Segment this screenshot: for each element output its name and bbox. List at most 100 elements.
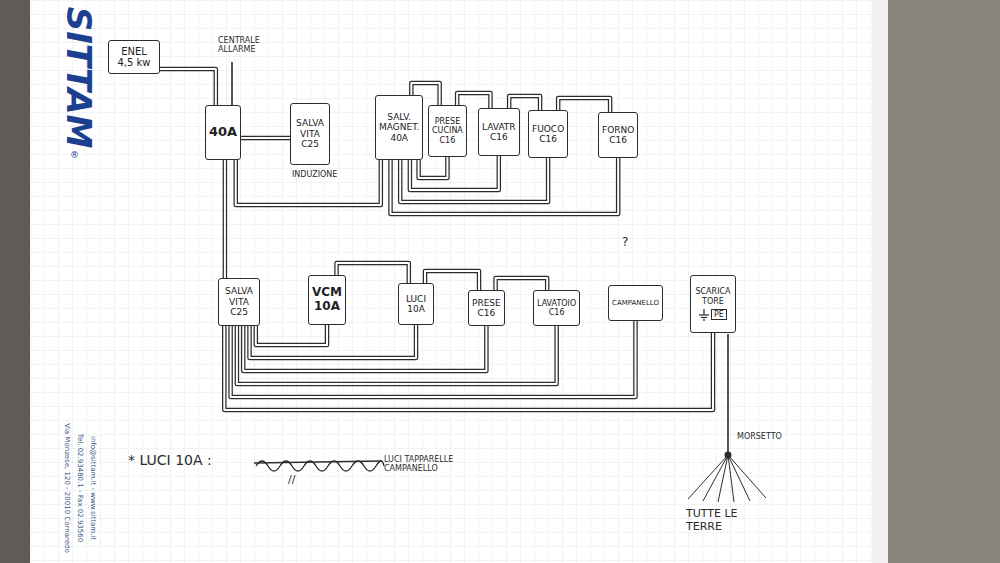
note-text: CENTRALE ALLARME bbox=[218, 36, 282, 54]
breaker-label: PRESE CUCINA C16 bbox=[432, 117, 463, 145]
terminal-label: MORSETTO bbox=[737, 432, 782, 441]
wire-core bbox=[250, 325, 417, 358]
breaker-label: CAMPANELLO bbox=[612, 299, 659, 307]
circuit-breaker: LAVATOIO C16 bbox=[533, 290, 580, 326]
circuit-breaker: PRESE CUCINA C16 bbox=[428, 105, 467, 157]
strike-line bbox=[254, 461, 382, 463]
wire-outline bbox=[256, 325, 327, 345]
wire-outline bbox=[250, 325, 417, 358]
wire-outline bbox=[243, 326, 486, 371]
circuit-breaker: VCM 10A bbox=[308, 275, 346, 325]
breaker-label: SCARICA TORE bbox=[694, 287, 732, 305]
breaker-label: VCM 10A bbox=[312, 286, 342, 314]
breaker-label: SALVA VITA C25 bbox=[294, 118, 326, 149]
breaker-label: SALVA VITA C25 bbox=[222, 286, 256, 317]
wire bbox=[256, 325, 327, 345]
wire bbox=[337, 263, 409, 283]
breaker-label: ENEL 4,5 kw bbox=[112, 46, 156, 69]
wire-core bbox=[160, 69, 216, 105]
address-text: Tel. 02.93480.1 - Fax 02.93560 bbox=[76, 413, 84, 563]
wire-core bbox=[391, 158, 619, 214]
magnetic-breaker: SALV. MAGNET. 40A bbox=[375, 95, 423, 160]
main-breaker: 40A bbox=[205, 105, 241, 160]
wire-outline bbox=[231, 321, 636, 397]
note-text: TUTTE LE TERRE bbox=[686, 508, 770, 533]
address-text: Via Monzese, 120 - 20010 Cornaredo bbox=[63, 413, 71, 563]
wire bbox=[224, 160, 225, 278]
wire-outline bbox=[224, 326, 713, 410]
wire-core bbox=[224, 160, 226, 278]
breaker-label: FORNO C16 bbox=[602, 125, 634, 146]
wire-outline bbox=[241, 136, 290, 141]
ditto-mark: // bbox=[288, 474, 295, 487]
wire-core bbox=[236, 160, 381, 205]
breaker-label: LAVATOIO C16 bbox=[537, 299, 576, 317]
wire bbox=[400, 158, 548, 202]
wire-core bbox=[256, 325, 327, 345]
paper-sheet bbox=[30, 0, 872, 563]
rcd-breaker: SALVA VITA C25 bbox=[218, 278, 260, 326]
address-text: info@sittam.it - www.sittam.it bbox=[89, 413, 97, 563]
earth-wire bbox=[727, 334, 729, 452]
wire-core bbox=[496, 278, 548, 290]
wire-core bbox=[337, 263, 409, 283]
circuit-breaker: PRESE C16 bbox=[468, 290, 505, 326]
wire bbox=[224, 326, 713, 410]
wire bbox=[241, 138, 290, 139]
wire bbox=[243, 326, 486, 371]
wire bbox=[410, 156, 499, 190]
breaker-label: SALV. MAGNET. 40A bbox=[379, 112, 419, 143]
breaker-label: 40A bbox=[209, 125, 237, 140]
supply-box: ENEL 4,5 kw bbox=[108, 40, 160, 74]
breaker-label: FUOCO C16 bbox=[532, 124, 564, 145]
wire bbox=[391, 158, 619, 214]
wire-outline bbox=[400, 158, 548, 202]
circuit-breaker: FORNO C16 bbox=[598, 112, 638, 158]
wire bbox=[237, 326, 557, 384]
wire-outline bbox=[419, 157, 448, 178]
wire bbox=[496, 278, 548, 290]
earth-tag: PE bbox=[711, 309, 727, 320]
wood-table bbox=[870, 0, 1000, 563]
breaker-label: LUCI 10A bbox=[402, 294, 430, 315]
circuit-breaker: FUOCO C16 bbox=[528, 110, 568, 158]
wire-core bbox=[241, 137, 290, 139]
grid-paper bbox=[30, 0, 872, 563]
surge-arrester: SCARICA TORE PE bbox=[690, 275, 736, 333]
brand-logo: SITTAM bbox=[58, 3, 97, 153]
wire-outline bbox=[391, 158, 619, 214]
wire bbox=[236, 160, 381, 205]
circuit-breaker: LAVATR C16 bbox=[478, 108, 520, 156]
alarm-wire bbox=[231, 62, 233, 105]
footnote-text: LUCI TAPPARELLE CAMPANELLO bbox=[384, 455, 456, 473]
wire-outline bbox=[337, 263, 409, 283]
earth-rays bbox=[688, 455, 766, 502]
wire-outline bbox=[237, 326, 557, 384]
wire bbox=[250, 325, 417, 358]
registered-mark: ® bbox=[70, 150, 79, 160]
rcd-breaker: SALVA VITA C25 bbox=[290, 103, 330, 165]
question-mark: ? bbox=[622, 236, 628, 250]
circuit-breaker: LUCI 10A bbox=[398, 283, 434, 325]
wire-core bbox=[231, 321, 636, 397]
wire-outline bbox=[236, 160, 381, 205]
footnote-text: * LUCI 10A : bbox=[128, 452, 212, 468]
wire bbox=[419, 157, 448, 178]
wire-outline bbox=[410, 156, 499, 190]
circuit-breaker: CAMPANELLO bbox=[608, 285, 663, 321]
note-text: INDUZIONE bbox=[292, 170, 337, 179]
wire-core bbox=[243, 326, 486, 371]
wire-core bbox=[419, 157, 448, 178]
breaker-label: PRESE C16 bbox=[472, 298, 501, 319]
wire-core bbox=[400, 158, 548, 202]
breaker-label: LAVATR C16 bbox=[482, 122, 516, 143]
table-edge bbox=[0, 0, 30, 563]
wire-core bbox=[410, 156, 499, 190]
wire-core bbox=[237, 326, 557, 384]
wire-outline bbox=[496, 278, 548, 290]
earth-symbol bbox=[699, 309, 709, 321]
wire-outline bbox=[223, 160, 228, 278]
wire bbox=[160, 69, 216, 105]
